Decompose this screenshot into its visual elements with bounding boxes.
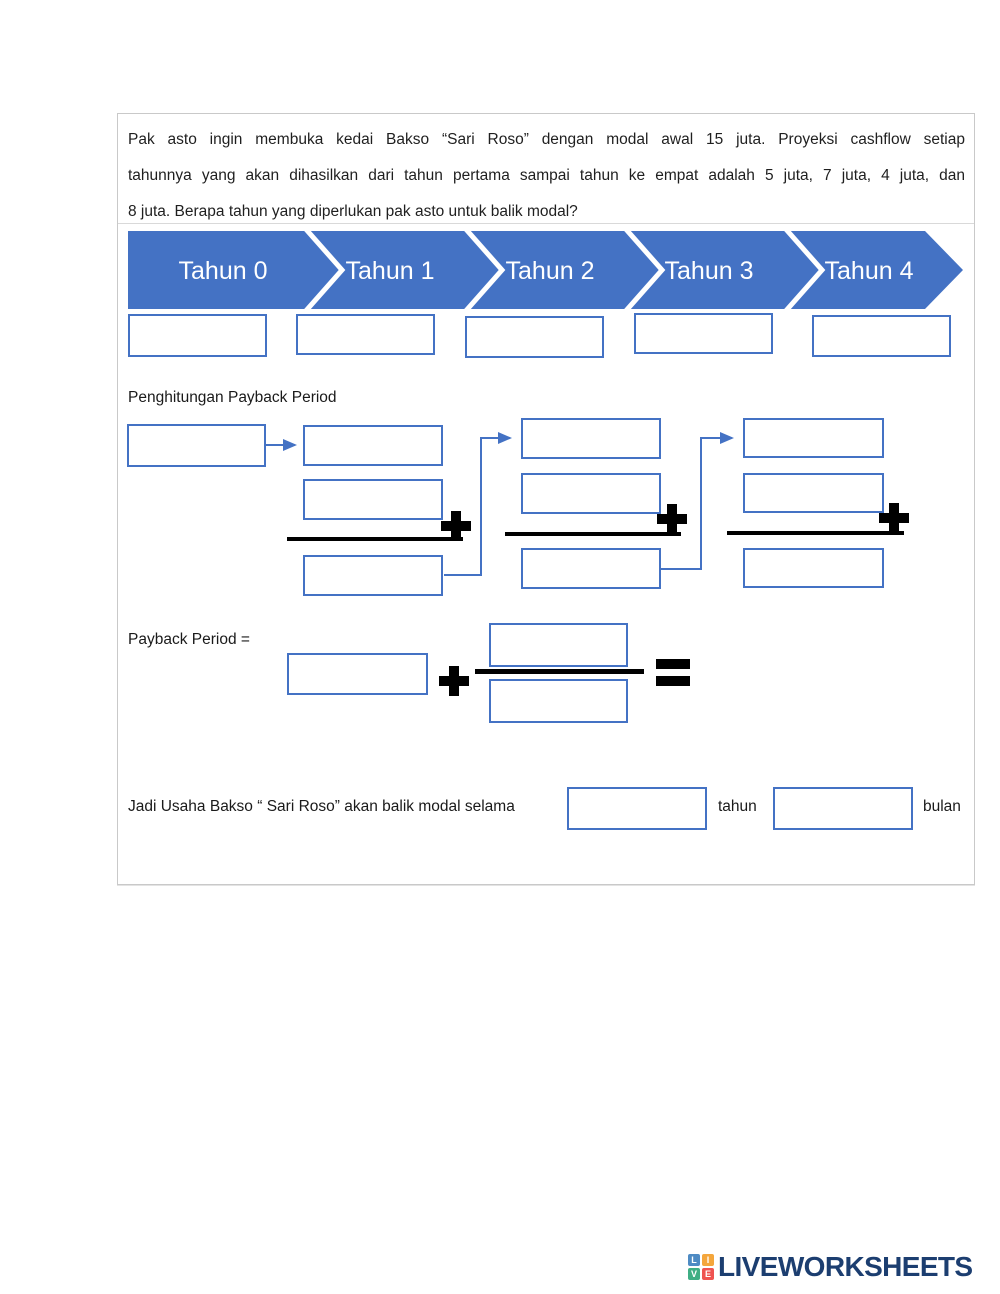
fraction-bar: [475, 669, 644, 674]
payback-numerator-box[interactable]: [489, 623, 628, 667]
logo-tile-i: I: [702, 1254, 714, 1266]
cashflow-input-tahun-1[interactable]: [296, 314, 435, 355]
conclusion-unit-years: tahun: [718, 798, 757, 815]
payback-label: Payback Period =: [128, 631, 250, 648]
problem-line-3: 8 juta. Berapa tahun yang diperlukan pak…: [128, 203, 578, 220]
conclusion-prefix: Jadi Usaha Bakso “ Sari Roso” akan balik…: [128, 798, 515, 815]
problem-line-2: tahunnya yang akan dihasilkan dari tahun…: [128, 167, 965, 184]
payback-years-box[interactable]: [287, 653, 428, 695]
conclusion-unit-months: bulan: [923, 798, 961, 815]
logo-wordmark: LIVEWORKSHEETS: [718, 1251, 973, 1282]
payback-denominator-box[interactable]: [489, 679, 628, 723]
problem-statement: Pak asto ingin membuka kedai Bakso “Sari…: [118, 114, 974, 224]
fraction-bar: [727, 531, 904, 535]
calc-step3-numerator-box[interactable]: [743, 473, 884, 513]
plus-operator: [657, 504, 687, 534]
calc-step2-top-box[interactable]: [521, 418, 661, 459]
calc-heading: Penghitungan Payback Period: [128, 389, 337, 406]
answer-years-input[interactable]: [567, 787, 707, 830]
timeline-arrow-shape: [128, 231, 963, 309]
fraction-bar: [287, 537, 463, 541]
chevron-separator: [784, 231, 826, 309]
cashflow-input-tahun-4[interactable]: [812, 315, 951, 357]
timeline-chevron: Tahun 0 Tahun 1 Tahun 2 Tahun 3 Tahun 4: [128, 231, 963, 309]
logo-tile-v: V: [688, 1268, 700, 1280]
worksheet-frame: Pak asto ingin membuka kedai Bakso “Sari…: [117, 113, 975, 885]
calc-step2-denominator-box[interactable]: [521, 548, 661, 589]
plus-operator: [441, 511, 471, 541]
calc-step1-denominator-box[interactable]: [303, 555, 443, 596]
timeline-label: Tahun 0: [179, 257, 268, 285]
plus-operator: [439, 666, 469, 696]
calc-step3-denominator-box[interactable]: [743, 548, 884, 588]
chevron-separator: [624, 231, 666, 309]
calc-start-box[interactable]: [127, 424, 266, 467]
chevron-separator: [304, 231, 346, 309]
timeline-label: Tahun 4: [825, 257, 914, 285]
calc-step3-top-box[interactable]: [743, 418, 884, 458]
timeline-label: Tahun 1: [346, 257, 435, 285]
fraction-bar: [505, 532, 681, 536]
cashflow-input-tahun-2[interactable]: [465, 316, 604, 358]
chevron-separator: [464, 231, 506, 309]
equals-operator: [656, 659, 690, 687]
cashflow-input-tahun-3[interactable]: [634, 313, 773, 354]
arrow-step1-to-step2: [444, 432, 512, 576]
plus-operator: [879, 503, 909, 533]
timeline-label: Tahun 3: [665, 257, 754, 285]
calc-step1-top-box[interactable]: [303, 425, 443, 466]
liveworksheets-logo: L I V E LIVEWORKSHEETS: [688, 1251, 973, 1283]
problem-line-1: Pak asto ingin membuka kedai Bakso “Sari…: [128, 131, 965, 148]
calc-step2-numerator-box[interactable]: [521, 473, 661, 514]
logo-tile-l: L: [688, 1254, 700, 1266]
answer-months-input[interactable]: [773, 787, 913, 830]
timeline-label: Tahun 2: [506, 257, 595, 285]
logo-tile-e: E: [702, 1268, 714, 1280]
cashflow-input-tahun-0[interactable]: [128, 314, 267, 357]
calc-step1-numerator-box[interactable]: [303, 479, 443, 520]
logo-tiles: L I V E: [688, 1254, 714, 1280]
